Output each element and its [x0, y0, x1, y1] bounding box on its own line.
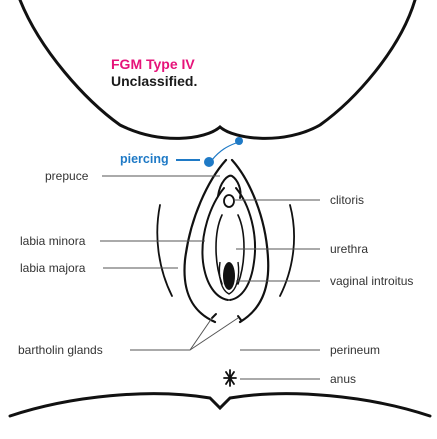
- diagram-title: FGM Type IV: [111, 56, 197, 73]
- label-perineum: perineum: [330, 343, 380, 357]
- label-bartholin-glands: bartholin glands: [18, 343, 103, 357]
- piercing-bead-upper: [235, 137, 243, 145]
- label-clitoris: clitoris: [330, 193, 364, 207]
- label-labia-majora: labia majora: [20, 261, 85, 275]
- bartholin-gland-left: [212, 314, 216, 318]
- diagram-heading: FGM Type IV Unclassified.: [111, 56, 197, 90]
- label-piercing: piercing: [120, 152, 169, 166]
- clitoris-shape: [224, 195, 234, 207]
- right-thigh-crease: [280, 205, 294, 296]
- lower-body-outline: [10, 394, 430, 416]
- bartholin-glands-leader-b: [190, 318, 238, 350]
- label-labia-minora: labia minora: [20, 234, 85, 248]
- diagram-subtitle: Unclassified.: [111, 73, 197, 90]
- bartholin-glands-leader: [130, 318, 212, 350]
- label-vaginal-introitus: vaginal introitus: [330, 274, 413, 288]
- piercing-ring: [212, 143, 236, 160]
- left-thigh-crease: [157, 205, 172, 296]
- upper-body-outline: [20, 0, 415, 138]
- label-urethra: urethra: [330, 242, 368, 256]
- anus-shape: [224, 370, 236, 386]
- label-prepuce: prepuce: [45, 169, 88, 183]
- vaginal-introitus-shape: [223, 262, 235, 290]
- bartholin-gland-right: [238, 316, 241, 320]
- label-anus: anus: [330, 372, 356, 386]
